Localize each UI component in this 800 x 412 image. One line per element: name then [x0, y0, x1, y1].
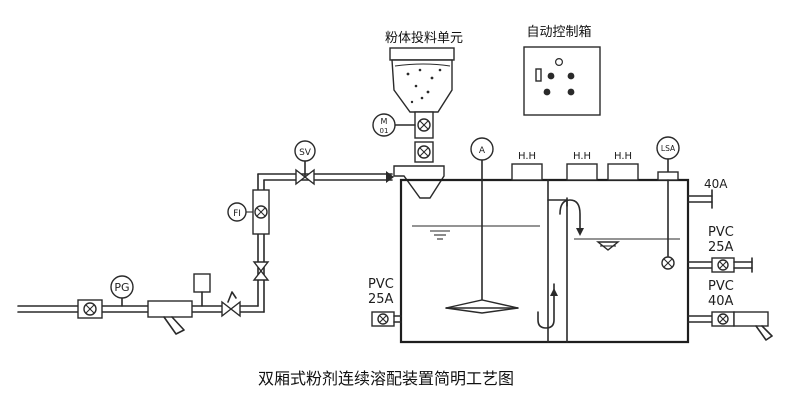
sv-label: SV — [299, 148, 312, 158]
size-right-mid-label: 25A — [708, 240, 734, 255]
level-sensor-lsa: LSA — [656, 136, 680, 270]
y-strainer-icon — [147, 300, 193, 335]
check-valve-icon — [221, 291, 241, 318]
gate-valve-icon — [252, 261, 270, 281]
inlet-valve-icon — [77, 299, 103, 319]
size-left-label: 25A — [368, 292, 394, 307]
pressure-gauge-icon: PG — [110, 275, 134, 307]
motor-m-label: M — [381, 117, 388, 126]
left-water-level — [412, 225, 540, 240]
size-right-bot-label: 40A — [708, 294, 734, 309]
fi-label: FI — [233, 209, 241, 219]
level-switch-hh-1: H.H — [511, 151, 543, 181]
agitator: A — [445, 137, 519, 314]
motor-sub-label: 01 — [380, 127, 389, 135]
flow-indicator-icon: FI — [227, 189, 270, 235]
level-switch-hh-2: H.H — [566, 151, 598, 181]
control-box-label: 自动控制箱 — [526, 24, 591, 40]
hh3-label: H.H — [614, 151, 632, 162]
hh1-label: H.H — [518, 151, 536, 162]
pvc-right-bot-label: PVC — [708, 279, 734, 294]
lsa-label: LSA — [661, 144, 676, 153]
diagram-caption: 双厢式粉剂连续溶配装置简明工艺图 — [258, 369, 514, 388]
inlet-pvc-25a-left: PVC 25A — [368, 277, 402, 327]
level-switch-hh-3: H.H — [607, 151, 639, 181]
pg-label: PG — [114, 281, 129, 294]
outlet-pvc-25a-right: PVC 25A — [687, 225, 753, 273]
dual-tank — [399, 178, 690, 344]
control-box — [523, 46, 601, 116]
reducing-device-icon — [193, 273, 211, 307]
overflow-pipe — [537, 199, 584, 329]
pvc-right-mid-label: PVC — [708, 225, 734, 240]
motor-icon: M 01 — [372, 113, 416, 137]
right-water-level — [574, 238, 680, 251]
feeder-label: 粉体投料单元 — [385, 30, 463, 46]
pvc-left-label: PVC — [368, 277, 394, 292]
hh2-label: H.H — [573, 151, 591, 162]
flow-arrow-icon — [386, 171, 394, 183]
outlet-40a-top: 40A — [687, 177, 728, 209]
powder-hopper — [389, 47, 455, 199]
solenoid-valve-icon: SV — [294, 140, 316, 186]
outlet-pvc-40a-right: PVC 40A — [687, 279, 773, 341]
agitator-label: A — [479, 146, 486, 156]
size-top-right-label: 40A — [704, 177, 728, 191]
